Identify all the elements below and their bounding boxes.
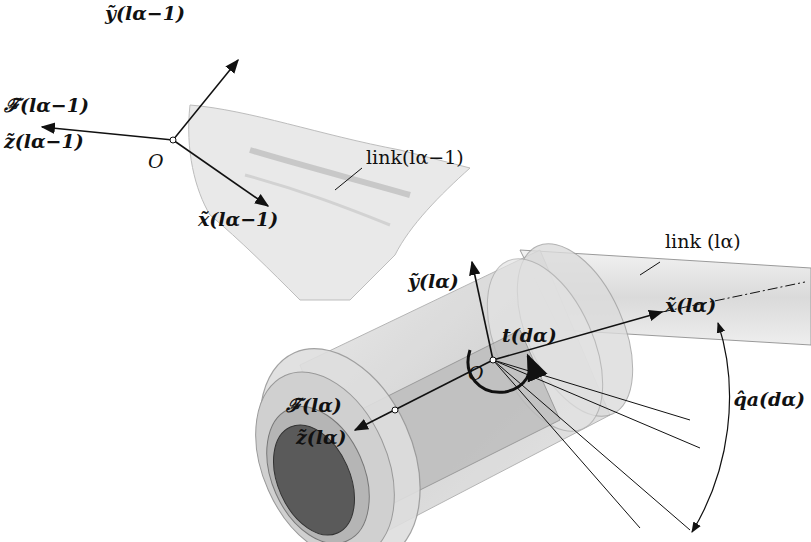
part-name: link(lα−1) [366,148,464,167]
axis-label: z̃(lα−1) [4,132,84,151]
origin-label: O [468,364,484,383]
axis-label: x̃(lα) [665,296,716,315]
axis-label: ỹ(lα) [408,272,459,291]
axis-label: z̃(lα) [296,428,347,447]
axis-label: x̃(lα−1) [198,210,278,229]
origin-label: O [148,152,164,171]
frame-label: ℱ̃(lα−1) [4,96,89,115]
frame-label: ℱ̃(lα) [286,396,342,415]
part-name: link (lα) [665,232,741,251]
torque-label: t(dα) [502,326,557,345]
axis-label: ỹ(lα−1) [105,4,185,23]
angle-label: q̂a(dα) [734,390,805,409]
